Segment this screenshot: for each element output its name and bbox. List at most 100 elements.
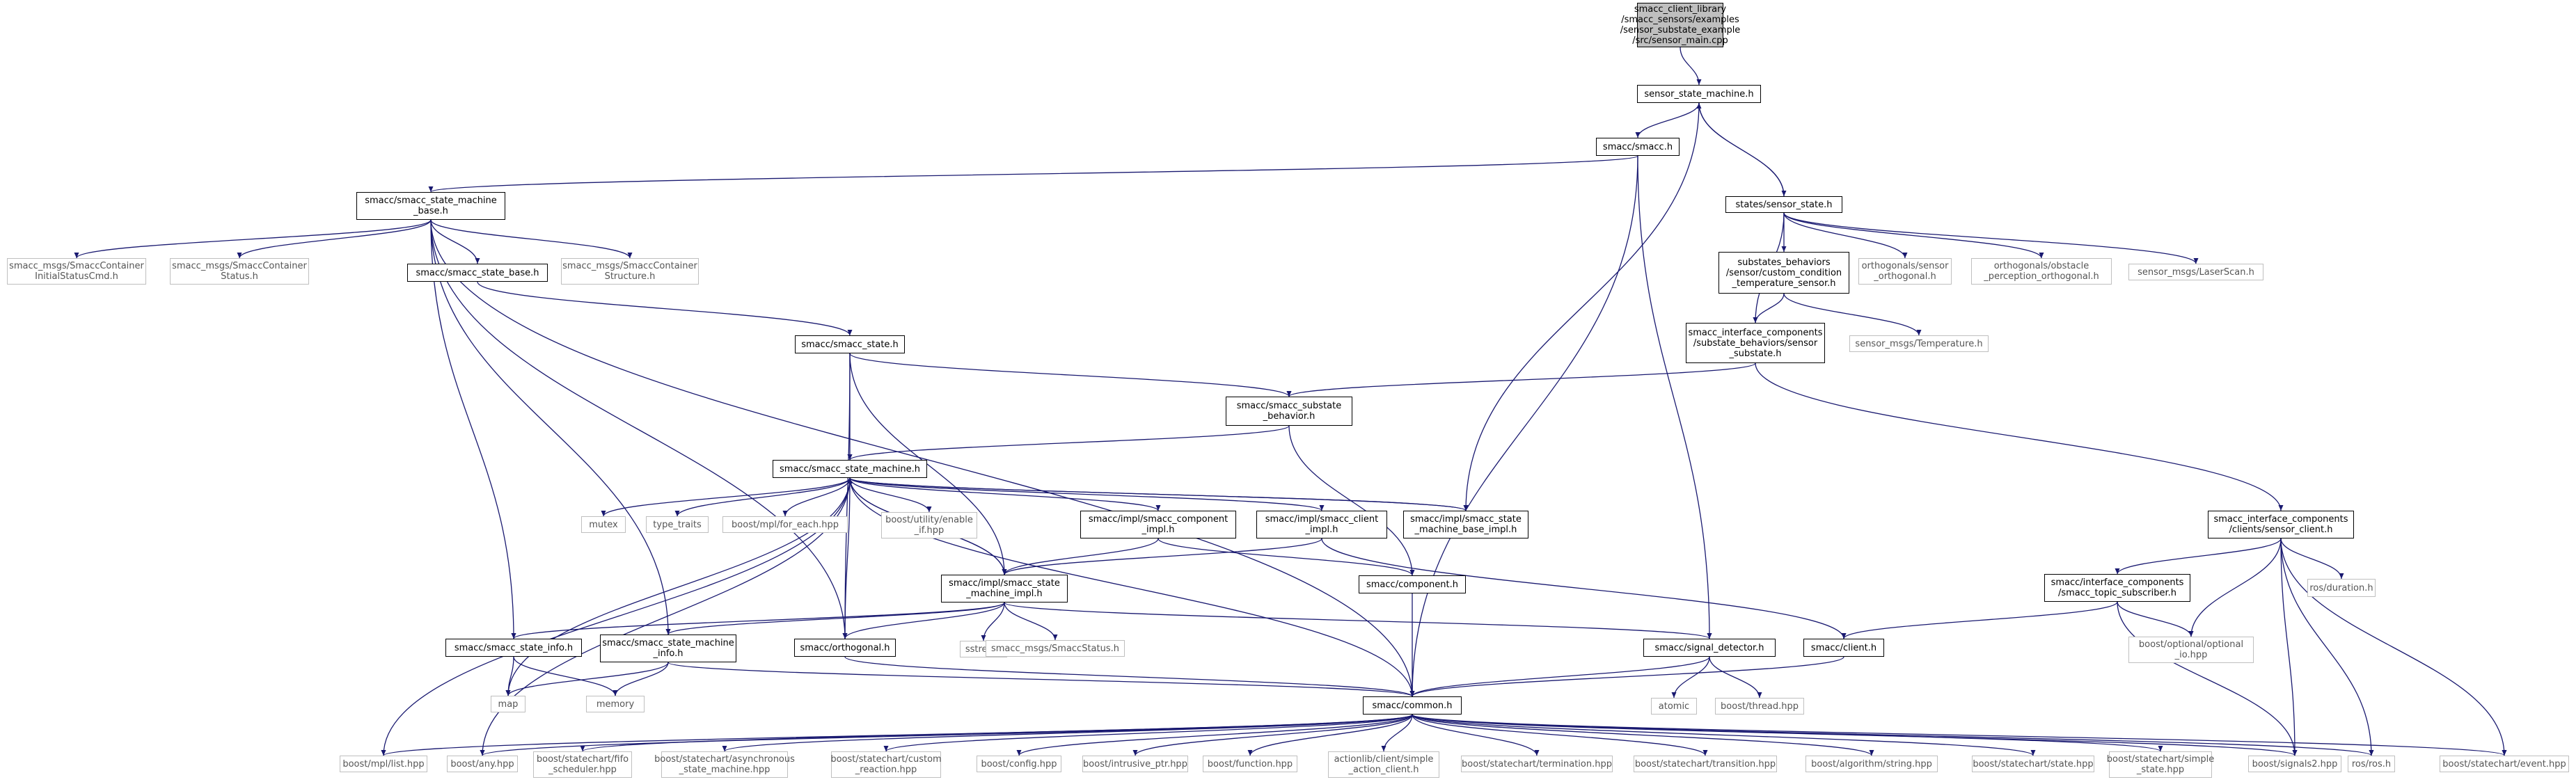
- dependency-edge: [1709, 656, 1760, 699]
- dependency-edge: [2117, 538, 2282, 575]
- dependency-edge: [1412, 714, 1538, 756]
- graph-node[interactable]: smacc_interface_components /clients/sens…: [2208, 511, 2354, 538]
- edge-arrowhead: [1757, 692, 1762, 698]
- dependency-edge: [849, 425, 1290, 461]
- dependency-edge: [849, 477, 1159, 511]
- edge-arrowhead: [1463, 505, 1469, 511]
- edge-arrowhead: [926, 506, 932, 512]
- dependency-edge: [1637, 155, 1710, 639]
- graph-node[interactable]: smacc/orthogonal.h: [794, 639, 896, 657]
- graph-node[interactable]: smacc/smacc_state_machine _base.h: [356, 192, 505, 220]
- edge-arrowhead: [1696, 103, 1702, 109]
- edge-arrowhead: [580, 746, 585, 751]
- dependency-edge: [430, 219, 669, 635]
- dependency-edge: [1412, 656, 1710, 697]
- dependency-edge: [1004, 602, 1056, 641]
- edge-arrowhead: [1534, 750, 1540, 756]
- edge-arrowhead: [613, 690, 618, 696]
- graph-node: boost/any.hpp: [447, 756, 518, 772]
- edge-arrowhead: [722, 746, 727, 751]
- graph-node[interactable]: states/sensor_state.h: [1725, 196, 1842, 213]
- graph-node[interactable]: smacc_interface_components /substate_beh…: [1686, 323, 1825, 363]
- graph-node[interactable]: smacc/impl/smacc_state _machine_base_imp…: [1403, 511, 1528, 538]
- dependency-edge: [239, 219, 432, 259]
- edge-arrowhead: [2369, 750, 2374, 756]
- dependency-edge: [2280, 538, 2505, 756]
- graph-node[interactable]: substates_behaviors /sensor/custom_condi…: [1718, 252, 1849, 294]
- graph-node[interactable]: smacc/smacc_state_info.h: [445, 639, 582, 657]
- dependency-edge: [2190, 538, 2282, 637]
- graph-node: sensor_msgs/LaserScan.h: [2128, 264, 2263, 280]
- graph-node: smacc_msgs/SmaccContainer Structure.h: [561, 258, 699, 285]
- dependency-edge: [1135, 714, 1413, 756]
- edge-arrowhead: [981, 635, 986, 641]
- graph-node[interactable]: smacc/smacc_substate _behavior.h: [1226, 397, 1352, 426]
- graph-node[interactable]: smacc/smacc_state_machine _info.h: [600, 635, 736, 662]
- graph-node[interactable]: smacc/smacc_state_base.h: [407, 264, 548, 282]
- graph-node: ros/ros.h: [2348, 756, 2395, 772]
- graph-node[interactable]: smacc/impl/smacc_state _machine_impl.h: [941, 575, 1068, 603]
- graph-node[interactable]: smacc_client_library /smacc_sensors/exam…: [1620, 3, 1741, 47]
- dependency-edge: [2280, 538, 2342, 580]
- dependency-edge: [582, 714, 1413, 752]
- edge-arrowhead: [237, 253, 242, 258]
- edge-arrowhead: [601, 511, 606, 516]
- edge-arrowhead: [2030, 750, 2036, 756]
- dependency-edge: [430, 219, 514, 639]
- graph-node: boost/utility/enable _if.hpp: [881, 512, 977, 538]
- graph-node[interactable]: smacc/impl/smacc_component _impl.h: [1080, 511, 1236, 538]
- graph-node: boost/mpl/for_each.hpp: [722, 516, 848, 533]
- dependency-edge: [1249, 714, 1413, 756]
- graph-node: boost/statechart/termination.hpp: [1461, 756, 1613, 772]
- graph-node[interactable]: smacc/signal_detector.h: [1643, 639, 1776, 657]
- dependency-edge: [1288, 362, 1756, 397]
- dependency-edge: [885, 714, 1413, 752]
- edge-arrowhead: [674, 511, 680, 516]
- dependency-edge: [477, 281, 851, 336]
- edge-arrowhead: [1696, 79, 1702, 85]
- edge-arrowhead: [847, 478, 853, 484]
- edge-arrowhead: [1247, 750, 1253, 756]
- edge-arrowhead: [627, 253, 633, 258]
- graph-node: mutex: [581, 516, 626, 533]
- edge-arrowhead: [511, 633, 516, 639]
- edge-arrowhead: [2115, 568, 2120, 574]
- dependency-edge: [1412, 155, 1638, 697]
- dependency-edge: [1412, 714, 2505, 756]
- graph-node[interactable]: smacc/interface_components /smacc_topic_…: [2044, 574, 2190, 602]
- edge-arrowhead: [782, 511, 788, 516]
- graph-node[interactable]: smacc/smacc.h: [1596, 138, 1680, 156]
- graph-node[interactable]: smacc/common.h: [1363, 696, 1462, 715]
- graph-node[interactable]: smacc/smacc_state.h: [795, 335, 905, 353]
- graph-node[interactable]: smacc/component.h: [1359, 575, 1466, 593]
- dependency-edge: [430, 155, 1638, 193]
- dependency-edge: [1412, 656, 1844, 697]
- graph-node: boost/statechart/event.hpp: [2440, 756, 2569, 772]
- graph-node: smacc_msgs/SmaccContainer Status.h: [170, 258, 309, 285]
- edge-arrowhead: [1841, 633, 1847, 639]
- graph-node: orthogonals/sensor _orthogonal.h: [1858, 258, 1952, 285]
- edge-arrowhead: [2502, 750, 2507, 756]
- graph-node: ros/duration.h: [2307, 579, 2376, 597]
- dependency-edge: [1004, 538, 1322, 575]
- edge-arrowhead: [1132, 750, 1138, 756]
- edge-arrowhead: [1286, 391, 1292, 397]
- edge-arrowhead: [1635, 132, 1641, 138]
- graph-node[interactable]: sensor_state_machine.h: [1637, 85, 1761, 103]
- edge-arrowhead: [2339, 573, 2344, 579]
- edge-arrowhead: [1381, 746, 1386, 751]
- edge-arrowhead: [428, 186, 434, 192]
- edge-arrowhead: [475, 258, 480, 264]
- dependency-edge: [1755, 293, 1785, 324]
- dependency-edge: [76, 219, 432, 259]
- graph-node[interactable]: smacc/smacc_state_machine.h: [773, 460, 927, 478]
- edge-arrowhead: [1671, 692, 1677, 698]
- graph-node[interactable]: smacc/client.h: [1803, 639, 1884, 657]
- graph-node[interactable]: smacc/impl/smacc_client _impl.h: [1256, 511, 1387, 538]
- dependency-edge: [724, 714, 1413, 752]
- dependency-edge: [667, 662, 1413, 697]
- dependency-edge: [513, 602, 1005, 639]
- graph-node: boost/function.hpp: [1203, 756, 1297, 772]
